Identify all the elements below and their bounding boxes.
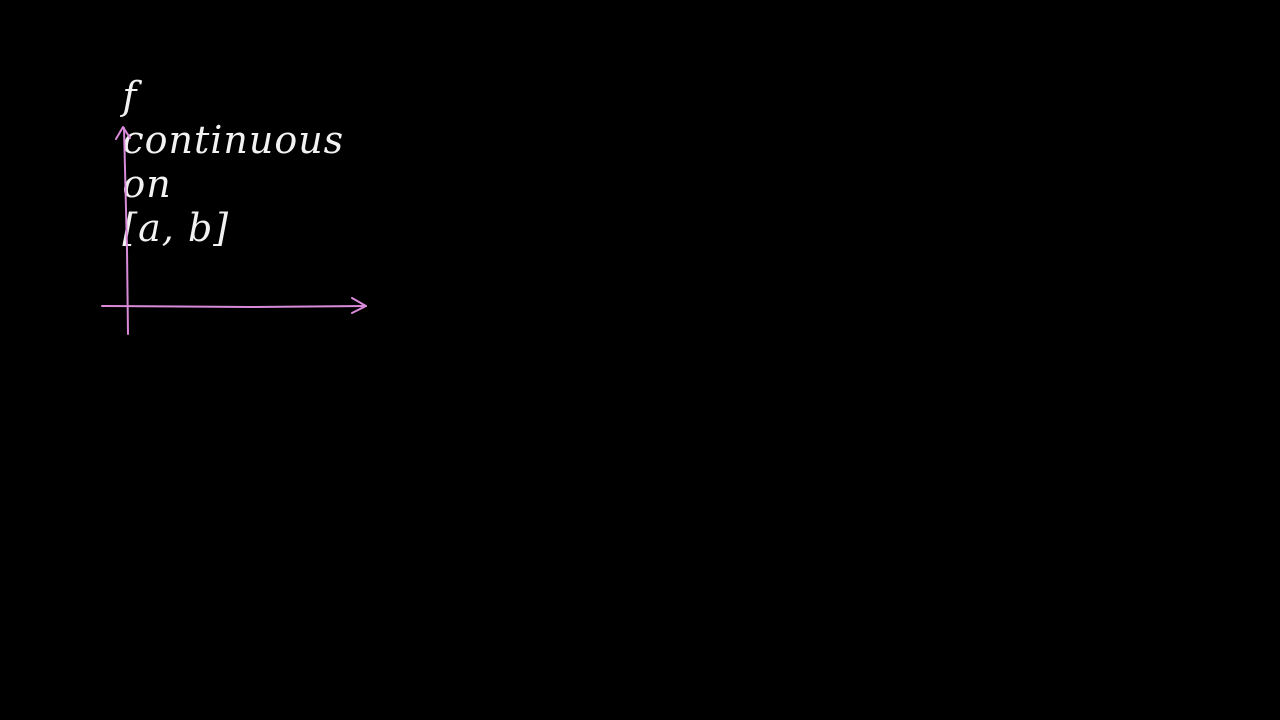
continuity-statement: f continuous on [a, b] bbox=[70, 30, 372, 294]
x-axis-arrowhead bbox=[351, 297, 367, 314]
condition-word: continuous bbox=[122, 118, 345, 162]
preposition-word: on bbox=[122, 162, 172, 206]
function-symbol: f bbox=[122, 74, 138, 118]
y-axis-arrowhead bbox=[115, 126, 131, 140]
y-axis bbox=[123, 127, 129, 335]
x-axis bbox=[101, 305, 367, 308]
interval-notation: [a, b] bbox=[122, 206, 230, 250]
